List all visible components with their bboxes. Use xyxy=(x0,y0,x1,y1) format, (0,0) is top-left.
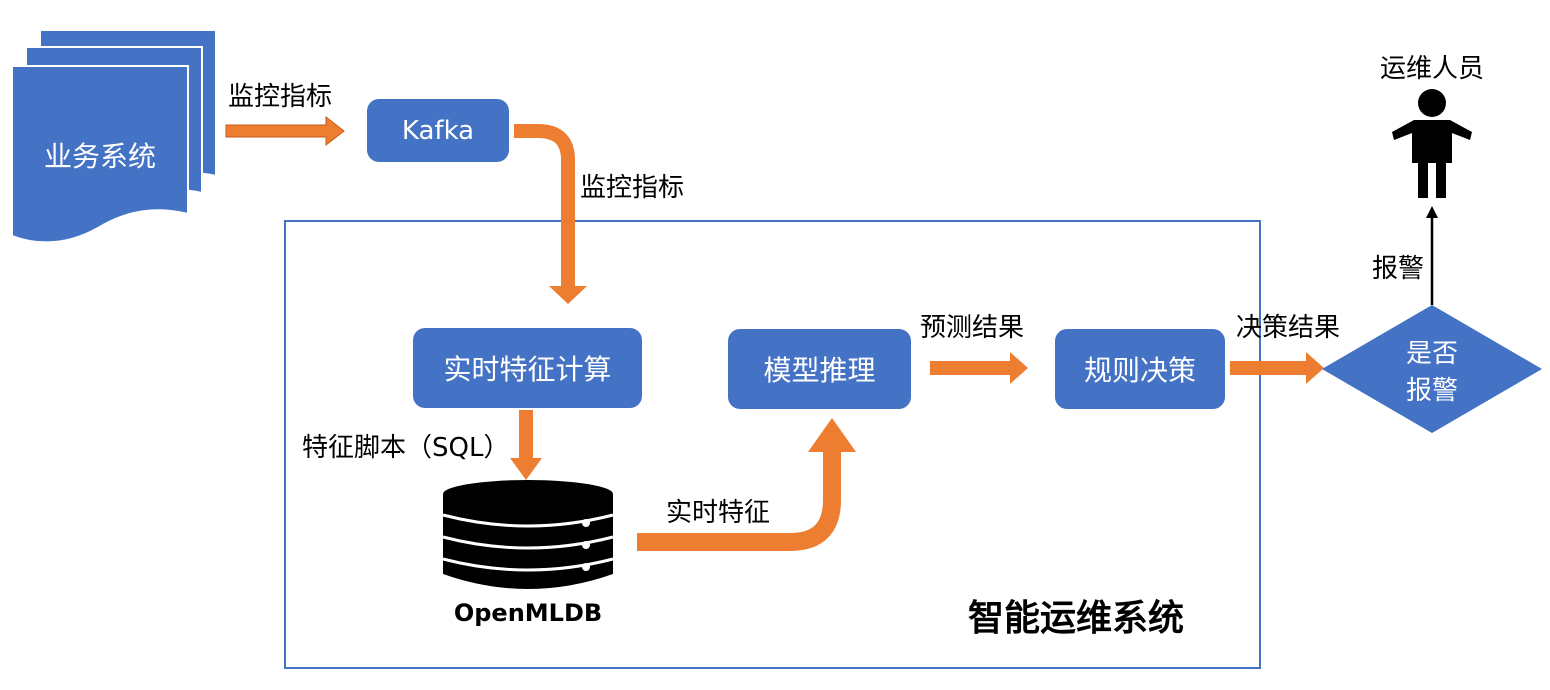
rule-decision-label: 规则决策 xyxy=(1083,354,1196,387)
alarm-decision-label-line2: 报警 xyxy=(1405,375,1458,406)
arrow-business-to-kafka xyxy=(225,115,345,147)
arrow-db-to-model xyxy=(637,418,856,551)
alarm-edge-label: 报警 xyxy=(1372,254,1425,284)
arrow-feature-to-db xyxy=(510,410,542,480)
feature-compute-box xyxy=(413,328,642,408)
system-container-title: 智能运维系统 xyxy=(968,598,1185,639)
arrow-model-to-rule xyxy=(930,352,1028,384)
decision-result-label: 决策结果 xyxy=(1236,313,1341,343)
alarm-decision-diamond xyxy=(1322,305,1542,433)
openmldb-label: OpenMLDB xyxy=(453,599,603,627)
kafka-box xyxy=(367,99,509,162)
system-container-border xyxy=(284,220,1261,669)
prediction-result-label: 预测结果 xyxy=(920,313,1025,343)
metrics-label-2: 监控指标 xyxy=(580,173,685,203)
feature-compute-label: 实时特征计算 xyxy=(443,353,612,386)
database-icon xyxy=(442,480,614,589)
kafka-label: Kafka xyxy=(401,115,475,146)
arrow-kafka-to-feature xyxy=(514,124,587,304)
model-inference-box xyxy=(728,329,911,409)
feature-script-label: 特征脚本（SQL） xyxy=(302,433,510,463)
business-system-label: 业务系统 xyxy=(43,140,156,173)
alarm-decision-label-line1: 是否 xyxy=(1405,338,1458,369)
realtime-features-label: 实时特征 xyxy=(666,498,771,528)
business-system-shape xyxy=(11,29,217,244)
arrow-rule-to-decision xyxy=(1230,352,1324,384)
ops-staff-label: 运维人员 xyxy=(1379,53,1484,84)
person-icon xyxy=(1392,89,1472,198)
model-inference-label: 模型推理 xyxy=(763,354,876,387)
rule-decision-box xyxy=(1055,329,1225,409)
arrow-decision-to-ops xyxy=(1426,206,1438,305)
metrics-label-1: 监控指标 xyxy=(228,82,333,112)
